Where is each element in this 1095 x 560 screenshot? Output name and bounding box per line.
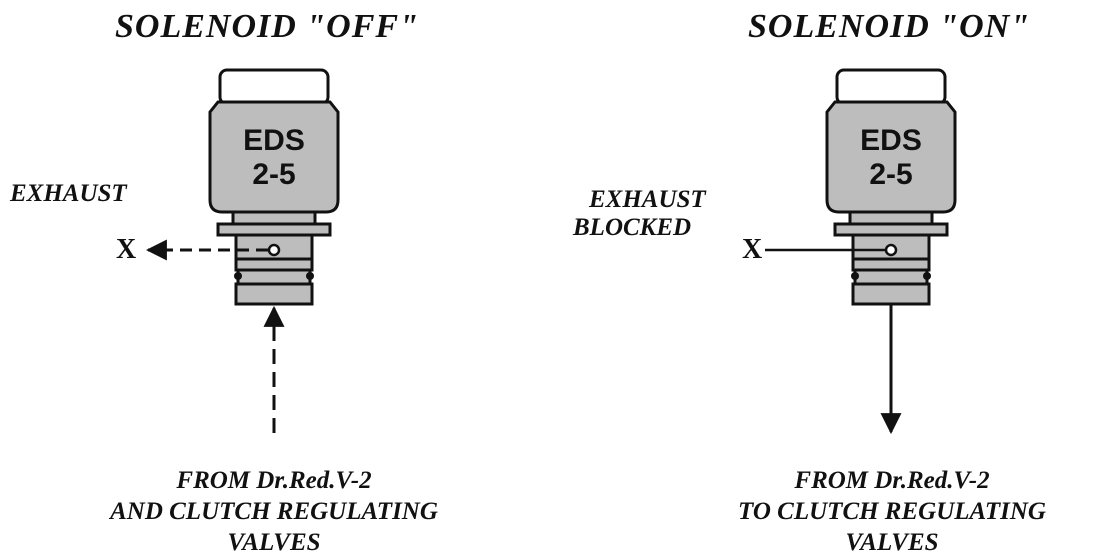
left-flange (216, 222, 332, 237)
left-title: SOLENOID "OFF" (115, 8, 419, 45)
left-stem-1 (231, 210, 317, 226)
left-x-mark: X (116, 234, 137, 265)
right-lower-body (851, 282, 931, 306)
right-caption-line2: TO CLUTCH REGULATING (738, 498, 1046, 525)
right-exhaust-port (884, 243, 898, 257)
left-caption-line3: VALVES (227, 529, 321, 556)
left-caption: FROM Dr.Red.V-2 AND CLUTCH REGULATING VA… (44, 465, 504, 558)
right-caption-line3: VALVES (845, 529, 939, 556)
right-solenoid-cap (835, 68, 947, 106)
left-solenoid-cap (218, 68, 330, 106)
right-solenoid (825, 68, 957, 306)
left-caption-line2: AND CLUTCH REGULATING (110, 498, 438, 525)
right-exhaust-line1: EXHAUST (589, 186, 706, 213)
right-body-line2: 2-5 (869, 158, 913, 191)
left-seal-section (236, 268, 312, 286)
left-body-line2: 2-5 (252, 158, 296, 191)
right-exhaust-blocked-label: EXHAUST BLOCKED (573, 186, 706, 242)
left-o-ring-right (306, 272, 314, 280)
right-caption: FROM Dr.Red.V-2 TO CLUTCH REGULATING VAL… (672, 465, 1095, 558)
left-lower-body (234, 282, 314, 306)
left-caption-line1: FROM Dr.Red.V-2 (176, 467, 372, 494)
right-stem-3 (851, 257, 931, 272)
right-stem-1 (848, 210, 934, 226)
right-title: SOLENOID "ON" (748, 8, 1031, 45)
right-body-line1: EDS (860, 124, 922, 157)
left-exhaust-port (267, 243, 281, 257)
right-seal-section (853, 268, 929, 286)
right-caption-line1: FROM Dr.Red.V-2 (794, 467, 990, 494)
left-stem-3 (234, 257, 314, 272)
right-body-label: EDS 2-5 (831, 124, 951, 192)
right-o-ring-right (923, 272, 931, 280)
left-solenoid-body (208, 100, 340, 214)
right-x-mark: X (742, 234, 763, 265)
left-exhaust-label: EXHAUST (10, 180, 127, 207)
right-solenoid-body (825, 100, 957, 214)
left-solenoid (208, 68, 340, 306)
left-body-label: EDS 2-5 (214, 124, 334, 192)
left-o-ring-left (234, 272, 242, 280)
right-exhaust-line2: BLOCKED (573, 214, 692, 241)
right-flange (833, 222, 949, 237)
left-body-line1: EDS (243, 124, 305, 157)
right-o-ring-left (851, 272, 859, 280)
